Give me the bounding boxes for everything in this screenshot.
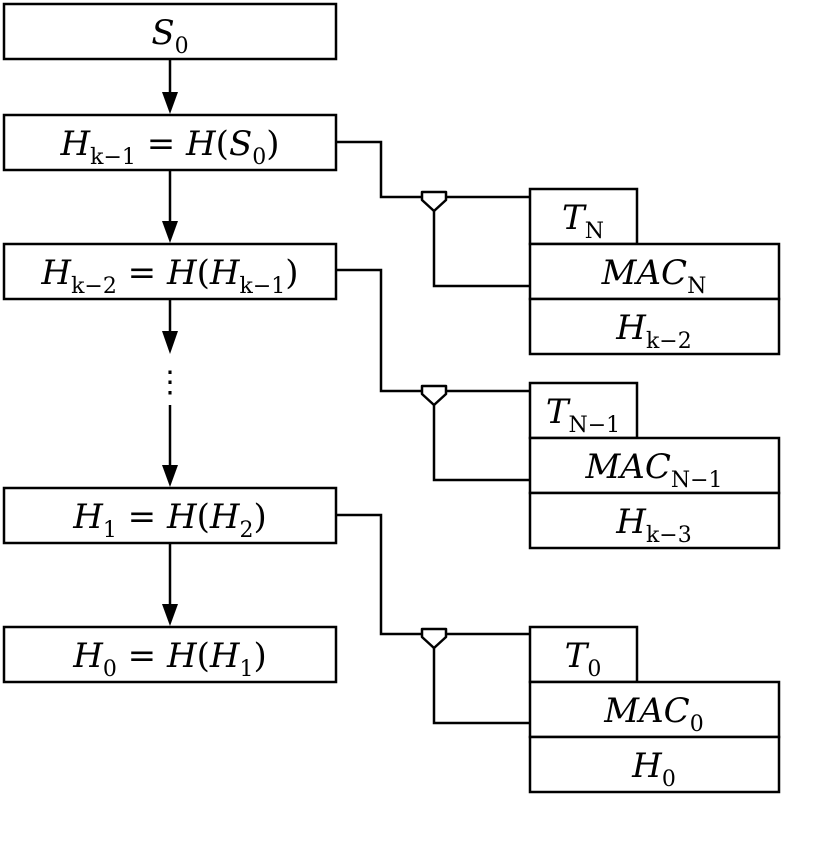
math-text: H	[209, 497, 241, 537]
math-text: =	[136, 124, 186, 164]
math-text: )	[285, 253, 298, 293]
subscript-text: k−1	[240, 274, 286, 299]
math-text: H	[72, 497, 104, 537]
subscript-text: N	[585, 219, 604, 244]
subscript-text: 1	[103, 518, 117, 543]
connector-hk2-to-packet-n1	[336, 268, 530, 482]
math-text: S	[229, 124, 252, 164]
math-text: MAC	[603, 691, 689, 731]
math-text: H	[209, 253, 241, 293]
math-text: H	[72, 636, 104, 676]
math-text: MAC	[584, 447, 670, 487]
math-text: )	[254, 497, 267, 537]
packet-n-key: TN	[562, 198, 604, 244]
packet-0-mac: MAC0	[603, 691, 703, 737]
arrow-s0-to-hk1	[162, 59, 178, 114]
chain-label-h0: H0 = H(H1)	[72, 636, 267, 682]
packet-n1: TN−1 MACN−1 Hk−3	[528, 381, 781, 550]
subscript-text: k−2	[646, 329, 692, 354]
packet-n-hash: Hk−2	[615, 308, 691, 354]
subscript-text: k−2	[71, 274, 117, 299]
math-text: H	[209, 636, 241, 676]
subscript-text: k−1	[90, 145, 136, 170]
math-text: (	[197, 253, 210, 293]
packet-n: TN MACN Hk−2	[528, 187, 781, 356]
arrow-hk1-to-hk2	[162, 170, 178, 243]
math-text: )	[254, 636, 267, 676]
chain-box-h0: H0 = H(H1)	[2, 625, 338, 684]
math-text: H	[631, 746, 663, 786]
math-text: H	[166, 253, 198, 293]
subscript-text: 0	[103, 657, 117, 682]
combiner-gate-icon	[420, 190, 448, 213]
math-text: =	[117, 636, 167, 676]
chain-label-s0: S0	[151, 13, 188, 59]
arrow-ellipsis-to-h1	[162, 405, 178, 487]
math-text: T	[562, 198, 587, 238]
subscript-text: N−1	[671, 468, 723, 493]
math-text: H	[185, 124, 217, 164]
subscript-text: 1	[240, 657, 254, 682]
connector-hk1-to-packet-n	[336, 140, 530, 288]
subscript-text: 0	[662, 767, 676, 792]
subscript-text: N	[687, 274, 706, 299]
subscript-text: 0	[252, 145, 266, 170]
math-text: (	[197, 636, 210, 676]
math-text: H	[166, 636, 198, 676]
packet-n-mac: MACN	[601, 253, 707, 299]
ellipsis: ⋮	[155, 365, 185, 400]
packet-n1-hash: Hk−3	[615, 502, 691, 548]
connector-h1-to-packet-0	[336, 513, 530, 725]
math-text: T	[546, 392, 571, 432]
subscript-text: 0	[690, 712, 704, 737]
math-text: =	[117, 253, 167, 293]
chain-label-hk2: Hk−2 = H(Hk−1)	[40, 253, 298, 299]
subscript-text: 2	[240, 518, 254, 543]
math-text: (	[197, 497, 210, 537]
arrow-h1-to-h0	[162, 543, 178, 626]
math-text: H	[166, 497, 198, 537]
combiner-gate-icon	[420, 627, 448, 650]
packet-0-key: T0	[565, 636, 602, 682]
subscript-text: 0	[175, 34, 189, 59]
arrow-hk2-to-ellipsis	[162, 299, 178, 354]
combiner-gate-icon	[420, 384, 448, 407]
math-text: H	[40, 253, 72, 293]
math-text: =	[117, 497, 167, 537]
chain-label-h1: H1 = H(H2)	[72, 497, 267, 543]
chain-label-hk1: Hk−1 = H(S0)	[59, 124, 279, 170]
packet-n1-mac: MACN−1	[584, 447, 722, 493]
math-text: MAC	[601, 253, 687, 293]
subscript-text: N−1	[569, 413, 621, 438]
subscript-text: 0	[587, 657, 601, 682]
math-text: (	[216, 124, 229, 164]
math-text: H	[615, 308, 647, 348]
packet-0-hash: H0	[631, 746, 676, 792]
chain-box-hk2: Hk−2 = H(Hk−1)	[2, 242, 338, 301]
math-text: )	[266, 124, 279, 164]
chain-box-hk1: Hk−1 = H(S0)	[2, 113, 338, 172]
math-text: T	[565, 636, 590, 676]
packet-n1-key: TN−1	[546, 392, 620, 438]
chain-box-s0: S0	[2, 2, 338, 61]
chain-box-h1: H1 = H(H2)	[2, 486, 338, 545]
math-text: H	[615, 502, 647, 542]
svg-text:⋮: ⋮	[155, 365, 185, 400]
math-text: S	[151, 13, 174, 53]
math-text: H	[59, 124, 91, 164]
subscript-text: k−3	[646, 523, 692, 548]
packet-0: T0 MAC0 H0	[528, 625, 781, 794]
